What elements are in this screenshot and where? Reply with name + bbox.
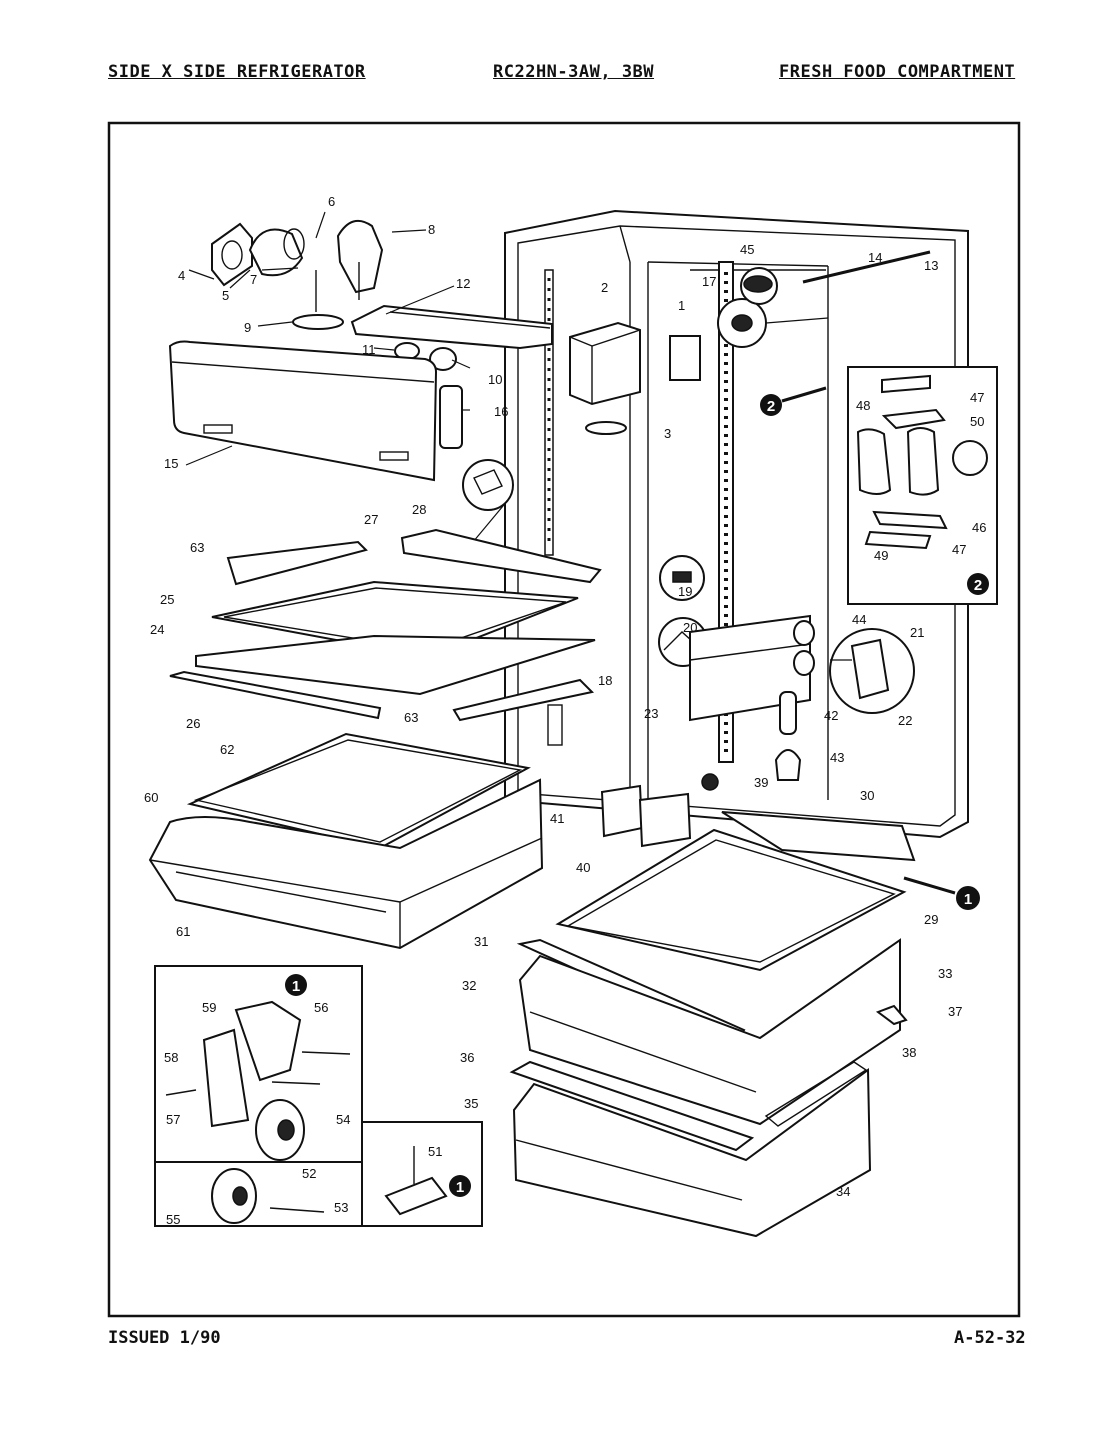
model-number: RC22HN-3AW, 3BW bbox=[493, 62, 655, 82]
detail-ref-badges: 2 2 1 1 1 bbox=[285, 394, 989, 1197]
ref-badge-1a bbox=[956, 886, 980, 910]
detail-box-2 bbox=[847, 366, 998, 605]
callout-5: 5 bbox=[222, 288, 229, 303]
callout-54: 54 bbox=[336, 1112, 350, 1127]
callout-18: 18 bbox=[598, 673, 612, 688]
ref-badge-label: 2 bbox=[974, 577, 982, 594]
callout-4: 4 bbox=[178, 268, 185, 283]
diagram-title: SIDE X SIDE REFRIGERATOR bbox=[108, 62, 366, 82]
ref-badge-2a bbox=[760, 394, 782, 416]
callout-13: 13 bbox=[924, 258, 938, 273]
callout-15: 15 bbox=[164, 456, 178, 471]
upper-shelf bbox=[169, 528, 602, 746]
callout-17: 17 bbox=[702, 274, 716, 289]
callout-33: 33 bbox=[938, 966, 952, 981]
callout-37: 37 bbox=[948, 1004, 962, 1019]
callout-6: 6 bbox=[328, 194, 335, 209]
brackets-40-41 bbox=[600, 784, 692, 848]
issued-date: ISSUED 1/90 bbox=[108, 1328, 221, 1348]
callout-30: 30 bbox=[860, 788, 874, 803]
callout-29: 29 bbox=[924, 912, 938, 927]
callout-31: 31 bbox=[474, 934, 488, 949]
callout-42: 42 bbox=[824, 708, 838, 723]
callout-50: 50 bbox=[970, 414, 984, 429]
ref-badge-label: 1 bbox=[964, 891, 972, 908]
right-side-parts bbox=[658, 267, 915, 791]
callout-48: 48 bbox=[856, 398, 870, 413]
callout-41: 41 bbox=[550, 811, 564, 826]
callout-2: 2 bbox=[601, 280, 608, 295]
callout-40: 40 bbox=[576, 860, 590, 875]
control-housing bbox=[569, 321, 641, 406]
callout-43: 43 bbox=[830, 750, 844, 765]
section-title: FRESH FOOD COMPARTMENT bbox=[779, 62, 1016, 82]
lower-right-crispers bbox=[509, 811, 916, 1238]
callout-3: 3 bbox=[664, 426, 671, 441]
callout-32: 32 bbox=[462, 978, 476, 993]
callout-49: 49 bbox=[874, 548, 888, 563]
callout-59: 59 bbox=[202, 1000, 216, 1015]
light-shield bbox=[168, 340, 463, 482]
callout-10: 10 bbox=[488, 372, 502, 387]
callout-7: 7 bbox=[250, 272, 257, 287]
callout-38: 38 bbox=[902, 1045, 916, 1060]
callout-52: 52 bbox=[302, 1166, 316, 1181]
callout-60: 60 bbox=[144, 790, 158, 805]
callout-53: 53 bbox=[334, 1200, 348, 1215]
ref-badge-1b bbox=[285, 974, 307, 996]
callout-39: 39 bbox=[754, 775, 768, 790]
callout-16: 16 bbox=[494, 404, 508, 419]
callout-44: 44 bbox=[852, 612, 866, 627]
callout-9: 9 bbox=[244, 320, 251, 335]
callout-36: 36 bbox=[460, 1050, 474, 1065]
callout-58: 58 bbox=[164, 1050, 178, 1065]
ref-badge-label: 2 bbox=[767, 398, 775, 415]
callout-14: 14 bbox=[868, 250, 882, 265]
ref-badge-label: 1 bbox=[456, 1179, 464, 1196]
callout-47b: 47 bbox=[952, 542, 966, 557]
callout-35: 35 bbox=[464, 1096, 478, 1111]
light-assembly bbox=[211, 219, 553, 371]
callout-56: 56 bbox=[314, 1000, 328, 1015]
page-code: A-52-32 bbox=[954, 1328, 1026, 1348]
callout-27: 27 bbox=[364, 512, 378, 527]
badge-leaders bbox=[781, 250, 956, 895]
callout-51: 51 bbox=[428, 1144, 442, 1159]
callout-24: 24 bbox=[150, 622, 164, 637]
callout-61: 61 bbox=[176, 924, 190, 939]
callout-63b: 63 bbox=[404, 710, 418, 725]
callout-20: 20 bbox=[683, 620, 697, 635]
callout-47a: 47 bbox=[970, 390, 984, 405]
diagram-frame bbox=[107, 121, 1021, 1318]
ref-badge-2b bbox=[967, 573, 989, 595]
callout-22: 22 bbox=[898, 713, 912, 728]
callout-34: 34 bbox=[836, 1184, 850, 1199]
callout-8: 8 bbox=[428, 222, 435, 237]
callout-46: 46 bbox=[972, 520, 986, 535]
left-crisper bbox=[148, 732, 544, 950]
callout-55: 55 bbox=[166, 1212, 180, 1227]
callout-28: 28 bbox=[412, 502, 426, 517]
callout-63a: 63 bbox=[190, 540, 204, 555]
detail-box-1 bbox=[154, 965, 483, 1227]
callout-leaders bbox=[185, 211, 471, 466]
callout-26: 26 bbox=[186, 716, 200, 731]
shelf-ladder-left bbox=[544, 269, 554, 556]
callout-12: 12 bbox=[456, 276, 470, 291]
callout-19: 19 bbox=[678, 584, 692, 599]
callout-25: 25 bbox=[160, 592, 174, 607]
drain-plug bbox=[585, 421, 627, 435]
callout-1: 1 bbox=[678, 298, 685, 313]
callout-11: 11 bbox=[362, 342, 376, 357]
callout-21: 21 bbox=[910, 625, 924, 640]
callout-45: 45 bbox=[740, 242, 754, 257]
ref-badge-label: 1 bbox=[292, 978, 300, 995]
callout-62: 62 bbox=[220, 742, 234, 757]
ref-badge-1c bbox=[449, 1175, 471, 1197]
callout-57: 57 bbox=[166, 1112, 180, 1127]
callout-23: 23 bbox=[644, 706, 658, 721]
